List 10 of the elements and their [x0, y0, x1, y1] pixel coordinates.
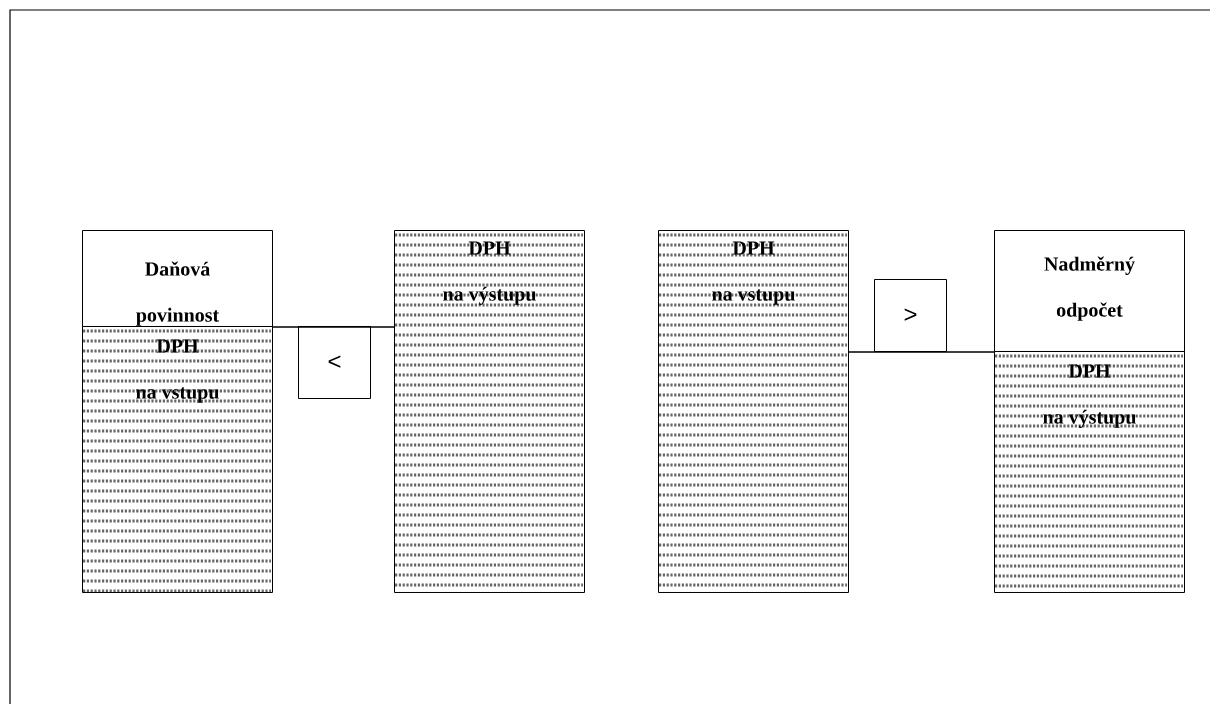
hatched-box: DPH na vstupu [657, 230, 849, 593]
connector-line [848, 351, 995, 353]
hatched-box: DPH na výstupu [393, 230, 585, 593]
heading-box: Daňová povinnost [82, 230, 273, 327]
heading-box: Nadměrný odpočet [994, 230, 1185, 352]
comparison-box: > [874, 279, 947, 352]
connector-line [272, 326, 395, 328]
hatched-box: DPH na výstupu [993, 351, 1185, 593]
hatched-box: DPH na vstupu [81, 326, 273, 593]
comparison-box: < [298, 326, 371, 399]
